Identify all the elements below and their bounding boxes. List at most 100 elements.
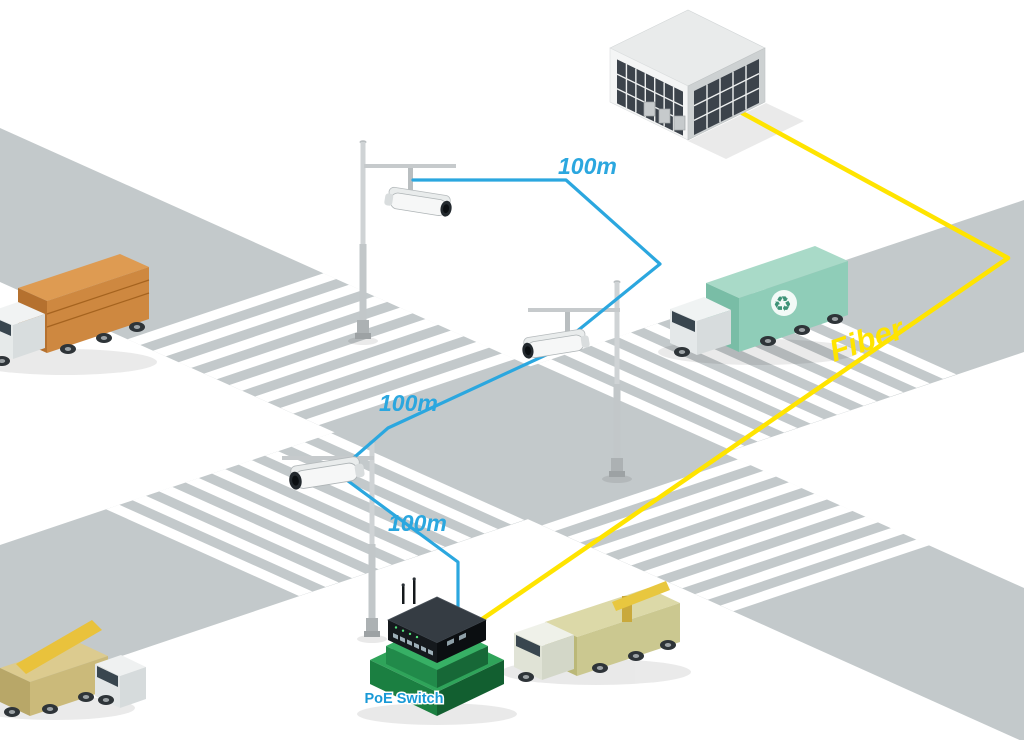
crosswalk-stripe [229, 319, 439, 391]
pole-lower [613, 384, 621, 460]
wheel-hub [632, 654, 640, 658]
ethernet-port [393, 633, 398, 640]
truck-recycling: ♻ [670, 246, 848, 355]
camera-bracket [408, 168, 413, 190]
switch-ports [393, 626, 433, 656]
ethernet-cables [340, 178, 662, 614]
camera-1 [384, 186, 452, 217]
window-mullion [616, 73, 684, 107]
crosswalk-stripe [617, 332, 824, 424]
body-side [30, 656, 108, 716]
camera-poles [282, 140, 625, 637]
building-window-panel [694, 59, 759, 135]
camera-2 [522, 328, 590, 359]
pole-foot [609, 471, 625, 477]
windshield [97, 666, 118, 687]
truck-shadow [0, 349, 157, 375]
body-front [0, 668, 30, 716]
pole-lower [359, 244, 367, 322]
crosswalk-stripe [178, 296, 388, 368]
switch-face-left [388, 620, 437, 663]
crosswalk-stripe [538, 359, 745, 451]
cable2-length-label: 100m [379, 390, 438, 416]
cameras [289, 186, 590, 490]
roads [0, 128, 1024, 740]
ethernet-port [414, 642, 419, 650]
crosswalk-stripe [695, 528, 904, 600]
pole-arm [528, 308, 620, 312]
camera-lens-core [443, 204, 450, 214]
camera-rear-cap [354, 463, 365, 478]
wheel-hub [100, 336, 108, 340]
poe-switch-label: PoE Switch [365, 691, 444, 707]
pole-2 [528, 280, 625, 477]
pole-upper [614, 282, 620, 386]
antenna-tip [412, 577, 416, 581]
truck-crane-left [0, 620, 146, 716]
pole-upper [360, 142, 366, 246]
switch-face-right [437, 620, 486, 663]
pedestal-upper-right [437, 646, 488, 688]
pole-upper [369, 442, 375, 546]
crosswalk-stripe [280, 341, 490, 414]
windshield [516, 635, 540, 657]
cargo-slat [46, 292, 150, 328]
camera-3 [289, 456, 365, 490]
cargo-top [18, 254, 149, 301]
antenna [413, 580, 416, 604]
bed-top [545, 588, 680, 637]
ethernet-port [407, 639, 412, 646]
crosswalk-stripe [591, 341, 798, 433]
wheel-hub [664, 643, 672, 647]
status-led [408, 632, 412, 636]
pole-arm [364, 164, 456, 168]
camera-rear-cap [580, 335, 590, 348]
labels: 100m 100m 100m Fiber PoE Switch [363, 153, 910, 709]
windshield [672, 311, 695, 332]
camera-lens-core [524, 346, 531, 356]
building-shadow [688, 103, 804, 159]
cab-top [670, 297, 731, 321]
status-led [401, 629, 405, 632]
truck-dump-crane [514, 581, 680, 680]
building-vent [673, 115, 686, 131]
pedestal-lower-left [370, 660, 437, 716]
crane-boom [612, 581, 670, 611]
wheel-hub [678, 350, 686, 354]
crosswalk-stripe [185, 478, 392, 570]
camera-rear-cap [384, 193, 394, 206]
antenna-tip [401, 583, 405, 587]
ethernet-port [428, 649, 433, 656]
crosswalk-stripe [644, 505, 853, 577]
crane-post [622, 596, 632, 622]
bed-side [577, 603, 680, 676]
wheel-hub [82, 695, 90, 699]
pedestal-upper-left [386, 646, 437, 688]
wheel-hub [46, 707, 54, 711]
cable-cam2-cam3 [340, 352, 550, 470]
cab-side [120, 667, 146, 708]
antenna [402, 586, 405, 604]
cargo-slat [46, 279, 150, 315]
wheel-hub [133, 325, 141, 329]
windshield [0, 320, 11, 336]
fiber-cable [475, 105, 1011, 625]
cable-cam3-switch [342, 476, 460, 614]
crosswalk-stripe [159, 486, 366, 579]
pedestal-lower-right [437, 660, 504, 716]
window-mullion [693, 87, 760, 122]
wheel-hub [764, 339, 772, 343]
control-building [609, 9, 766, 141]
truck-wheels [0, 314, 843, 717]
crosswalk-stripe [618, 493, 828, 566]
recycle-badge [771, 290, 797, 316]
pole-base [611, 458, 623, 472]
ethernet-port [447, 638, 454, 646]
pole-lower [368, 544, 376, 620]
cab-top [95, 655, 146, 676]
cable1-length-label: 100m [558, 153, 617, 179]
crosswalk-stripe [720, 539, 930, 612]
ethernet-port [400, 636, 405, 643]
